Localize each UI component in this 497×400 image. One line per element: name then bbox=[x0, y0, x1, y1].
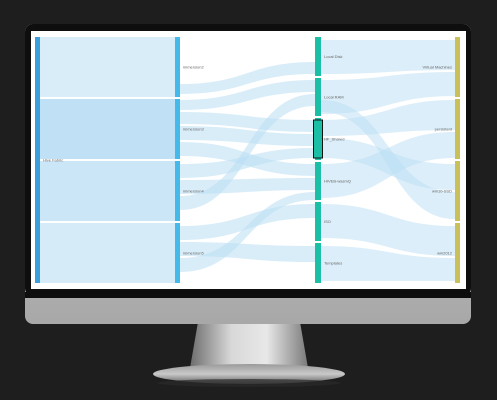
sankey-link-mid-8[interactable] bbox=[180, 242, 315, 262]
sankey-link-hive-to-immersion2[interactable] bbox=[40, 37, 175, 97]
sankey-labels: Hive Fabric immersion2 immersion3 immersion… bbox=[43, 54, 453, 266]
sankey-link-hive-to-immersion3[interactable] bbox=[40, 99, 175, 159]
sankey-links bbox=[40, 37, 455, 283]
sankey-node-virtual-machines[interactable] bbox=[455, 37, 460, 97]
sankey-label-immersion2: immersion2 bbox=[183, 65, 204, 70]
sankey-node-immersion3[interactable] bbox=[175, 99, 180, 159]
monitor-base bbox=[153, 364, 345, 384]
monitor-stand bbox=[190, 322, 308, 368]
sankey-nodes bbox=[35, 37, 460, 283]
sankey-link-mid-0[interactable] bbox=[180, 80, 315, 110]
sankey-node-iso[interactable] bbox=[315, 202, 321, 241]
sankey-link-right-6[interactable] bbox=[321, 246, 455, 281]
sankey-label-templates: Templates bbox=[324, 261, 342, 266]
sankey-link-right-2[interactable] bbox=[321, 100, 455, 136]
sankey-link-right-1[interactable] bbox=[321, 72, 455, 114]
sankey-node-local-ram[interactable] bbox=[315, 78, 321, 116]
sankey-label-immersion5: immersion5 bbox=[183, 251, 204, 256]
sankey-node-templates[interactable] bbox=[315, 243, 321, 283]
sankey-label-immersion3: immersion3 bbox=[183, 127, 204, 132]
sankey-link-mid-10[interactable] bbox=[180, 62, 315, 94]
sankey-link-mid-1[interactable] bbox=[180, 112, 315, 132]
sankey-link-mid-4[interactable] bbox=[180, 148, 315, 178]
sankey-label-hive-wasmq: HIVEB-wasmQ bbox=[324, 179, 351, 184]
sankey-node-win10-ssd[interactable] bbox=[455, 161, 460, 221]
sankey-label-virtual-machines: Virtual Machines bbox=[423, 65, 453, 70]
sankey-label-local-ram: Local RAM bbox=[324, 95, 344, 100]
sankey-link-mid-9[interactable] bbox=[180, 192, 315, 272]
sankey-label-win10-ssd: win10-SSD bbox=[432, 189, 452, 194]
sankey-label-win2012: win2012 bbox=[437, 251, 453, 256]
sankey-label-persistent: persistent bbox=[435, 127, 453, 132]
sankey-node-hive-wasmq[interactable] bbox=[315, 162, 321, 200]
sankey-node-immersion2[interactable] bbox=[175, 37, 180, 97]
sankey-label-hive-fabric: Hive Fabric bbox=[43, 158, 63, 163]
sankey-node-win2012[interactable] bbox=[455, 223, 460, 283]
sankey-link-right-7[interactable] bbox=[321, 100, 455, 219]
sankey-node-persistent[interactable] bbox=[455, 99, 460, 159]
sankey-link-hive-to-immersion4[interactable] bbox=[40, 161, 175, 221]
sankey-link-right-5[interactable] bbox=[321, 204, 455, 256]
sankey-link-right-0[interactable] bbox=[321, 40, 455, 74]
sankey-label-iso: ISO bbox=[324, 219, 331, 224]
sankey-node-immersion4[interactable] bbox=[175, 161, 180, 221]
sankey-link-mid-7[interactable] bbox=[180, 204, 315, 240]
sankey-label-hf-shared: HF_Shared bbox=[324, 137, 344, 142]
selected-node-highlight[interactable] bbox=[313, 119, 323, 159]
sankey-node-hive-fabric[interactable] bbox=[35, 37, 40, 283]
sankey-link-mid-6[interactable] bbox=[180, 94, 315, 210]
sankey-label-local-disk: Local Disk bbox=[324, 54, 342, 59]
sankey-node-immersion5[interactable] bbox=[175, 223, 180, 283]
sankey-link-mid-2[interactable] bbox=[180, 126, 315, 146]
sankey-node-local-disk[interactable] bbox=[315, 37, 321, 76]
sankey-link-hive-to-immersion5[interactable] bbox=[40, 223, 175, 283]
sankey-label-immersion4: immersion4 bbox=[183, 189, 204, 194]
